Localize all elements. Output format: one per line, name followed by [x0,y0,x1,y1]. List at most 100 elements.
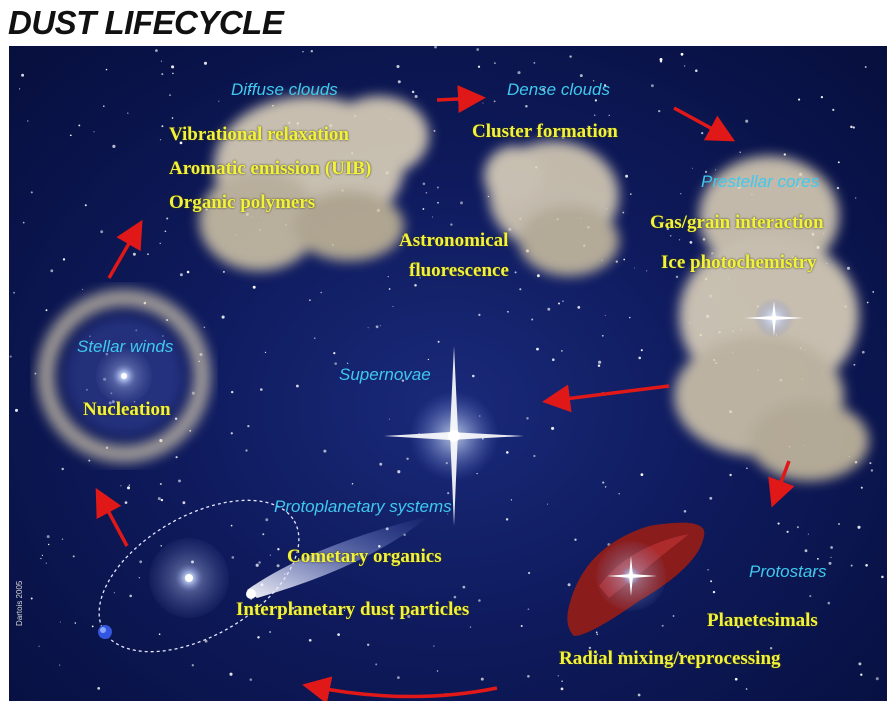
background-star [393,306,394,307]
background-star [428,359,429,360]
background-star [597,634,599,636]
background-star [809,595,811,597]
background-star [838,523,840,525]
process-astronomical: Astronomical [399,230,508,252]
background-star [478,66,480,68]
background-star [250,678,253,681]
lifecycle-diagram: Diffuse clouds Dense clouds Prestellar c… [9,46,887,701]
background-star [161,499,163,501]
background-star [75,622,77,624]
background-star [432,216,433,217]
background-star [47,535,50,538]
background-star [562,300,564,302]
background-star [88,460,90,462]
background-star [412,91,415,94]
background-star [262,533,264,535]
background-star [368,327,369,328]
background-star [437,187,439,189]
background-star [787,531,789,533]
process-nucleation: Nucleation [83,399,171,421]
background-star [463,586,466,589]
background-star [438,341,440,343]
background-star [861,487,863,489]
background-star [323,450,326,453]
background-star [97,687,100,690]
background-star [478,599,481,602]
process-fluorescence: fluorescence [409,260,509,282]
background-star [638,357,641,360]
background-star [641,349,643,351]
background-star [695,69,698,72]
background-star [423,183,426,186]
background-star [746,468,748,470]
background-star [478,314,480,316]
background-star [673,615,675,617]
background-star [160,243,161,244]
background-star [23,222,25,224]
background-star [31,598,33,600]
process-interplanetary-dust: Interplanetary dust particles [236,599,469,621]
background-star [735,678,738,681]
background-star [296,385,299,388]
background-star [433,646,434,647]
background-star [506,518,508,520]
background-star [481,678,484,681]
background-star [561,680,563,682]
background-star [218,101,219,102]
background-star [139,577,140,578]
background-star [470,626,471,627]
background-star [270,555,271,556]
page-title: DUST LIFECYCLE [8,4,283,42]
background-star [853,364,855,366]
background-star [638,694,641,697]
background-star [676,276,678,278]
background-star [855,197,856,198]
background-star [634,268,635,269]
background-star [100,230,103,233]
background-star [376,325,379,328]
background-star [598,364,600,366]
background-star [231,556,234,559]
background-star [551,427,554,430]
background-star [729,474,731,476]
background-star [85,204,87,206]
background-star [320,292,322,294]
background-star [70,134,72,136]
background-star [434,130,436,132]
background-star [605,486,606,487]
background-star [375,663,377,665]
background-star [857,526,860,529]
background-star [602,482,604,484]
background-star [178,479,181,482]
background-star [521,625,523,627]
background-star [155,49,158,52]
process-radial-mixing: Radial mixing/reprocessing [559,648,781,670]
background-star [34,373,36,375]
background-star [139,560,142,563]
background-star [247,425,249,427]
background-star [388,276,389,277]
background-star [265,518,268,521]
background-star [62,538,63,539]
background-star [622,212,624,214]
background-star [609,115,610,116]
background-star [526,417,528,419]
background-star [389,419,390,420]
background-star [537,274,540,277]
background-star [574,539,576,541]
background-star [379,463,382,466]
background-star [277,564,280,567]
background-star [797,526,799,528]
background-star [558,675,559,676]
background-star [450,223,452,225]
background-star [229,673,232,676]
background-star [684,510,687,513]
background-star [73,555,75,557]
background-star [63,258,65,260]
background-star [231,525,233,527]
background-star [547,308,550,311]
background-star [415,95,418,98]
background-star [48,544,49,545]
background-star [447,492,449,494]
background-star [580,74,583,77]
